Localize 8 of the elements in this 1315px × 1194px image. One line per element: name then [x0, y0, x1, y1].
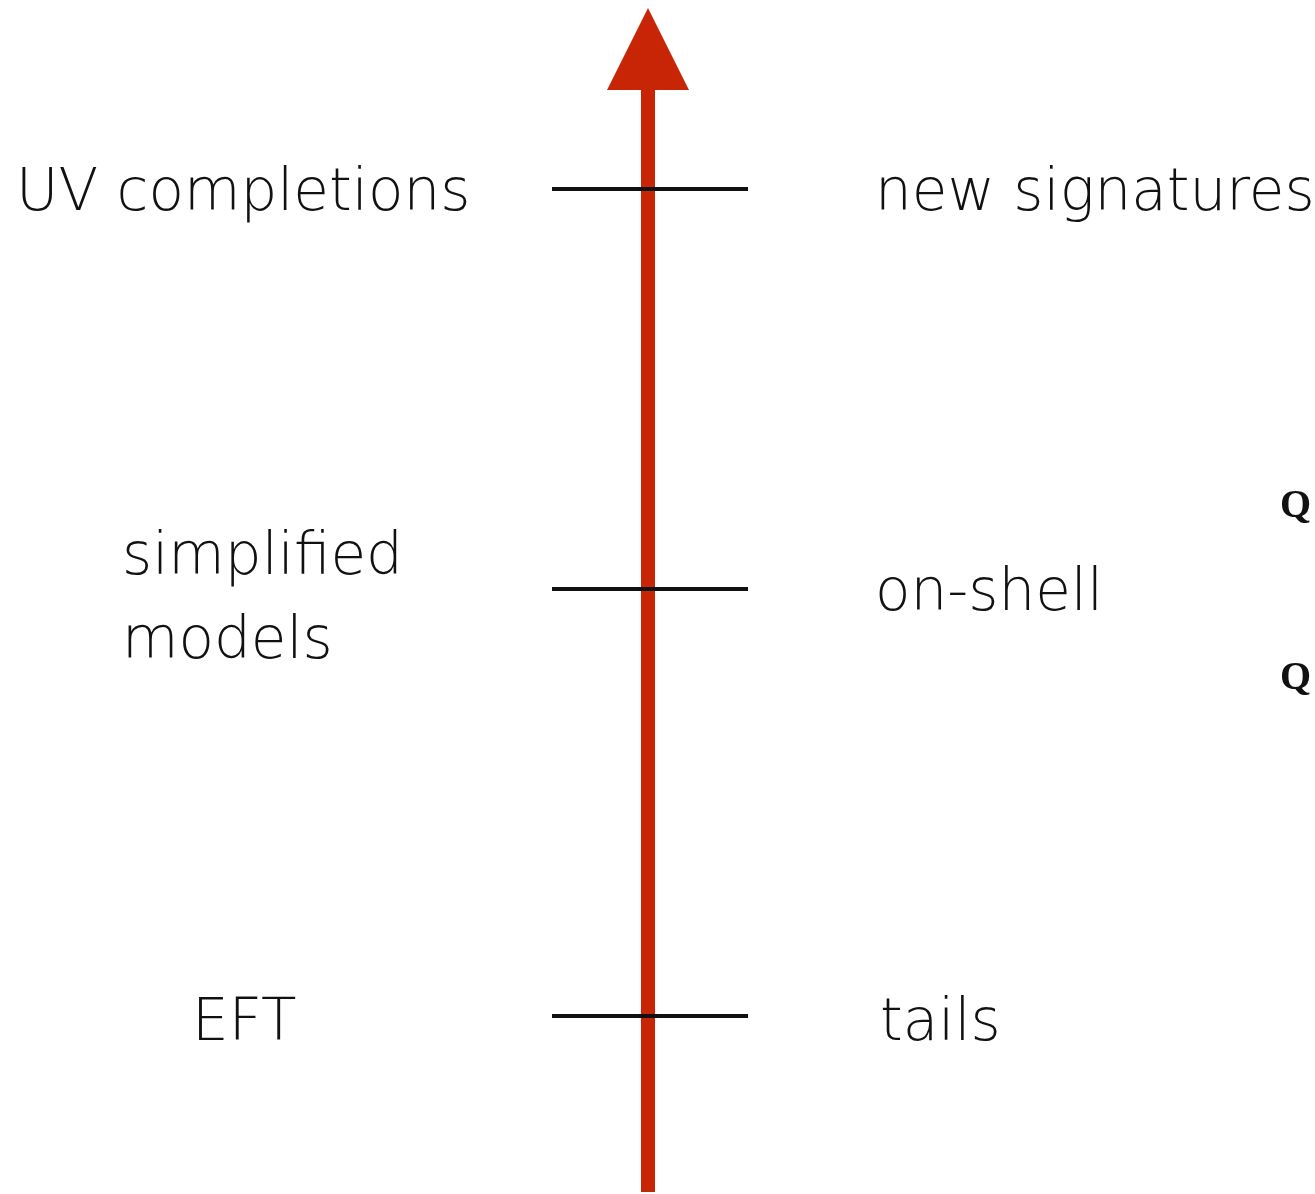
- level-label: simplified models: [122, 519, 404, 675]
- level-label: UV completions: [16, 155, 471, 226]
- level-label: EFT: [192, 985, 297, 1056]
- symbol-label: Q: [1280, 484, 1312, 524]
- level-label: new signatures: [875, 155, 1315, 226]
- symbol-label: Q: [1280, 656, 1312, 696]
- level-label: tails: [880, 985, 1001, 1056]
- level-label: on-shell: [875, 555, 1104, 626]
